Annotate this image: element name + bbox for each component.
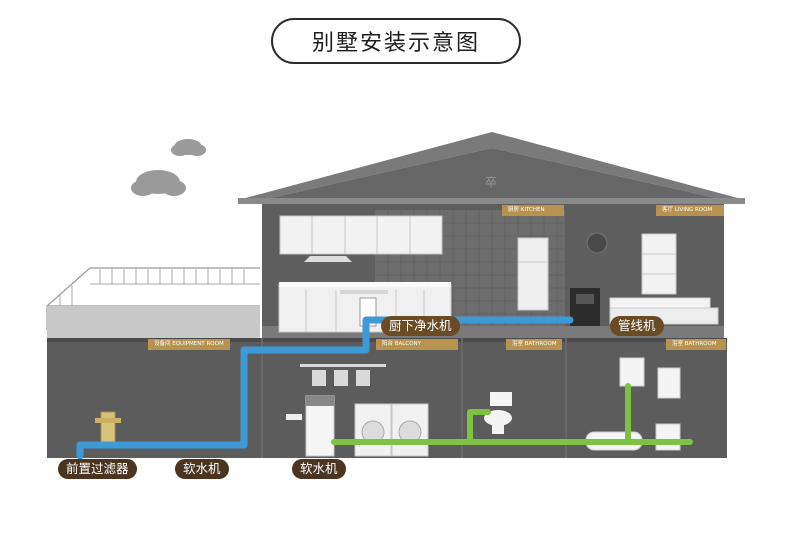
range-hood: [304, 256, 352, 262]
clock-icon: [586, 232, 608, 254]
toilet: [484, 392, 512, 434]
callout-softener-1: 软水机: [175, 459, 229, 479]
water-heater: [619, 357, 645, 387]
room-tag-living-room: 客厅 LIVING ROOM: [656, 205, 724, 216]
bathroom-cabinet: [655, 423, 681, 451]
railing-posts: [59, 268, 260, 325]
water-softener-unit: [305, 395, 335, 457]
attic: [262, 148, 725, 200]
bookshelf: [641, 233, 677, 295]
room-tag-kitchen: 厨房 KITCHEN: [502, 205, 564, 216]
cloud-icon: [171, 139, 206, 156]
room-tag-bathroom-1: 浴室 BATHROOM: [506, 339, 562, 350]
pipeline-machine-unit: [570, 288, 600, 326]
room-dividers: [261, 338, 567, 458]
terrace-floor: [47, 306, 260, 338]
refrigerator: [517, 237, 549, 311]
room-tag-equipment-room: 设备间 EQUIPMENT ROOM: [148, 339, 230, 350]
callout-kitchen-purifier: 厨下净水机: [381, 316, 460, 336]
blue-water-pipe: [76, 316, 574, 460]
roof: [238, 132, 745, 200]
bathroom-mirror: [657, 367, 681, 399]
cloud-icon: [131, 170, 186, 196]
callout-pipeline-machine: 管线机: [610, 316, 664, 336]
callout-pre-filter: 前置过滤器: [58, 459, 137, 479]
room-tag-bathroom-2: 浴室 BATHROOM: [666, 339, 726, 350]
callout-softener-2: 软水机: [292, 459, 346, 479]
page-title: 别墅安装示意图: [271, 18, 521, 64]
attic-glyph: 卒: [485, 175, 497, 189]
upper-cabinets: [279, 215, 443, 255]
green-water-pipe: [331, 383, 693, 445]
room-tag-balcony: 阳台 BALCONY: [376, 339, 458, 350]
balcony-sink: [286, 414, 302, 420]
clothes-rack: [300, 364, 386, 386]
washing-machines: [354, 403, 429, 457]
